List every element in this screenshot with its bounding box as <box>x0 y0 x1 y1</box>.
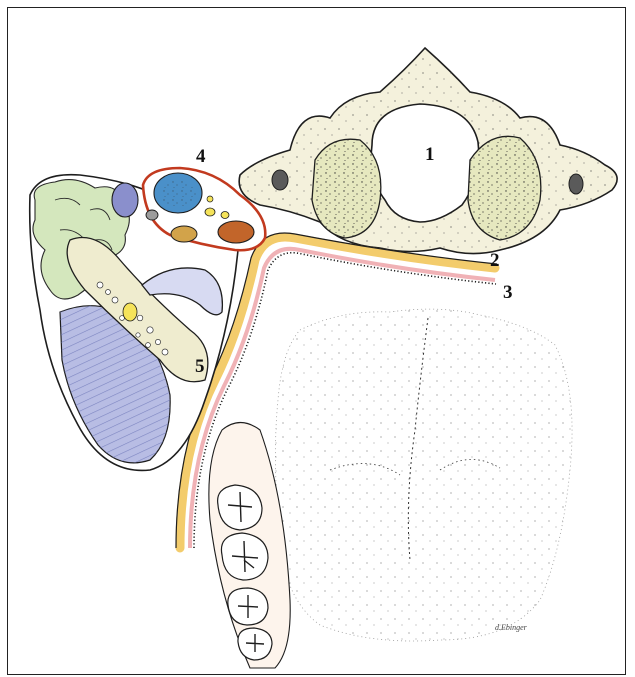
artist-signature: d.Ebinger <box>495 623 528 632</box>
label-5: 5 <box>195 356 205 377</box>
vagus-nerve <box>171 226 197 242</box>
label-3: 3 <box>503 282 513 303</box>
carotid-artery <box>218 221 254 243</box>
styloid-muscle <box>112 183 138 217</box>
label-4: 4 <box>196 146 206 167</box>
label-1: 1 <box>425 144 435 165</box>
tongue <box>275 309 572 641</box>
label-2: 2 <box>490 250 500 271</box>
